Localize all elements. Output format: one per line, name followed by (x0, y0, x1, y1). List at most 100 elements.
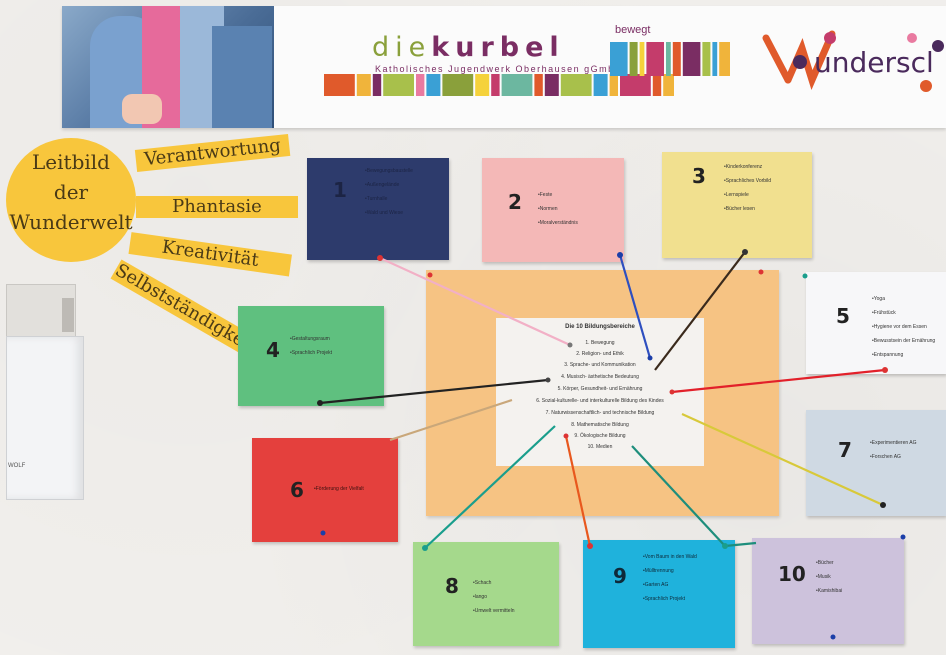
card-list-item: •Entspannung (872, 352, 904, 358)
card-bildungsbereich-7: 7 •Experimentieren AG •Forschen AG (806, 410, 946, 516)
sun-line-1: Leitbild (32, 150, 110, 174)
card-list-item: •Förderung der Vielfalt (314, 486, 364, 492)
card-bildungsbereich-3: 3 •Kinderkonferenz •Sprachliches Vorbild… (662, 152, 812, 258)
card-list: •Feste •Normen •Moralverständnis (538, 192, 578, 234)
brand-stripe (652, 74, 662, 96)
card-number: 4 (266, 338, 280, 362)
card-list-item: •Gestaltungsraum (290, 336, 330, 342)
card-list-item: •Garten AG (643, 582, 669, 588)
card-list-item: •Kamishibai (816, 588, 843, 594)
card-list-item: •Kinderkonferenz (724, 164, 763, 170)
bildungsbereich-item: 8. Mathematische Bildung (571, 422, 629, 428)
brand-bewegt-label: bewegt (615, 24, 651, 36)
brand-stripe (491, 74, 500, 96)
card-list: •Förderung der Vielfalt (314, 486, 364, 500)
bildungsbereich-item: 9. Ökologische Bildung (574, 433, 626, 439)
card-bildungsbereich-6: 6 •Förderung der Vielfalt (252, 438, 398, 542)
card-list-item: •Hygiene vor dem Essen (872, 324, 927, 330)
brand-stripe (639, 42, 645, 76)
bildungsbereich-item: 7. Naturwissenschaftlich- und technische… (545, 410, 655, 416)
card-number: 7 (838, 438, 852, 462)
brand-stripe (324, 74, 355, 96)
card-bildungsbereich-5: 5 •Yoga •Frühstück •Hygiene vor dem Esse… (806, 272, 946, 374)
card-list-item: •Frühstück (872, 310, 896, 316)
card-list: •Vom Baum in den Wald •Mülltrennung •Gar… (643, 554, 697, 610)
brand-stripe (475, 74, 490, 96)
card-list-item: •Wald und Wiese (365, 210, 403, 216)
card-number: 8 (445, 574, 459, 598)
card-list-item: •Lernspiele (724, 192, 749, 198)
bildungsbereich-item: 1. Bewegung (585, 340, 615, 346)
brand-stripe (646, 42, 664, 76)
brand-logo-text: diekurbel (372, 32, 565, 63)
card-list-item: •Experimentieren AG (870, 440, 917, 446)
card-list-item: •Außengelände (365, 182, 400, 188)
brand-stripe (356, 74, 371, 96)
card-list: •Gestaltungsraum •Sprachlich Projekt (290, 336, 332, 364)
card-bildungsbereich-1: 1 •Bewegungsbaustelle •Außengelände •Tur… (307, 158, 449, 260)
brand-stripe (712, 42, 718, 76)
bildungsbereiche-title: Die 10 Bildungsbereiche (565, 324, 635, 330)
card-list-item: •Bewusstsein der Ernährung (872, 338, 936, 344)
card-list-item: •Bewegungsbaustelle (365, 168, 413, 174)
card-list-item: •Sprachlich Projekt (643, 596, 686, 602)
card-list-item: •Yoga (872, 296, 885, 302)
brand-stripe (609, 74, 618, 96)
brand-stripe (383, 74, 414, 96)
bildungsbereiche-sheet: Die 10 Bildungsbereiche 1. Bewegung 2. R… (496, 318, 704, 466)
card-bildungsbereich-8: 8 •Schach •lango •Umwelt vermitteln (413, 542, 559, 646)
bildungsbereich-item: 5. Körper, Gesundheit- und Ernährung (557, 386, 643, 392)
card-list-item: •Mülltrennung (643, 568, 674, 574)
card-list-item: •Umwelt vermitteln (473, 608, 515, 614)
card-list-item: •Feste (538, 192, 553, 198)
wunderwelt-logo-mark (762, 30, 944, 92)
bildungsbereich-item: 2. Religion- und Ethik (576, 351, 624, 357)
header-banner: bewegt diekurbel Katholisches Jugendwerk… (62, 6, 946, 128)
brand-stripe (682, 42, 701, 76)
card-list-item: •Musik (816, 574, 831, 580)
sun-line-3: Wunderwelt (9, 210, 133, 234)
card-list-item: •Normen (538, 206, 558, 212)
card-number: 10 (778, 562, 806, 586)
brand-tagline: Katholisches Jugendwerk Oberhausen gGmbH (375, 64, 623, 74)
bildungsbereich-item: 10. Medien (587, 444, 613, 450)
card-list-item: •lango (473, 594, 487, 600)
card-bildungsbereich-4: 4 •Gestaltungsraum •Sprachlich Projekt (238, 306, 384, 406)
card-list: •Yoga •Frühstück •Hygiene vor dem Essen … (872, 296, 935, 366)
card-number: 1 (333, 178, 347, 202)
card-number: 5 (836, 304, 850, 328)
brand-stripe (416, 74, 425, 96)
ray-phantasie: Phantasie (136, 196, 298, 218)
card-list-item: •Vom Baum in den Wald (643, 554, 697, 560)
leitbild-sun: Leitbild der Wunderwelt (6, 138, 136, 262)
brand-stripe (610, 42, 628, 76)
bildungsbereich-item: 6. Sozial-kulturelle- und interkulturell… (536, 398, 664, 404)
brand-stripe (672, 42, 681, 76)
bildungsbereich-item: 4. Musisch- ästhetische Bedeutung (561, 374, 639, 380)
card-list: •Experimentieren AG •Forschen AG (870, 440, 917, 468)
brand-stripe (629, 42, 638, 76)
brand-stripe (666, 42, 671, 76)
card-list-item: •Bücher (816, 560, 834, 566)
card-number: 2 (508, 190, 522, 214)
card-bildungsbereich-2: 2 •Feste •Normen •Moralverständnis (482, 158, 624, 262)
card-list-item: •Schach (473, 580, 492, 586)
brand-stripe (426, 74, 441, 96)
card-bildungsbereich-10: 10 •Bücher •Musik •Kamishibai (752, 538, 904, 644)
brand-stripe (442, 74, 474, 96)
brand-stripe (702, 42, 711, 76)
sun-line-2: der (53, 180, 89, 204)
card-list-item: •Forschen AG (870, 454, 901, 460)
card-number: 6 (290, 478, 304, 502)
card-list: •Schach •lango •Umwelt vermitteln (473, 580, 514, 622)
card-list-item: •Turnhalle (365, 196, 388, 202)
partner-logo-text: underscl (814, 46, 934, 79)
child-photo (62, 6, 274, 128)
card-list: •Bücher •Musik •Kamishibai (816, 560, 842, 602)
brand-stripe (372, 74, 382, 96)
bildungsbereich-item: 3. Sprache- und Kommunikation (564, 362, 636, 368)
dispenser-body (6, 336, 84, 500)
brand-stripe (663, 74, 674, 96)
card-list-item: •Moralverständnis (538, 220, 578, 226)
card-list: •Bewegungsbaustelle •Außengelände •Turnh… (365, 168, 413, 224)
